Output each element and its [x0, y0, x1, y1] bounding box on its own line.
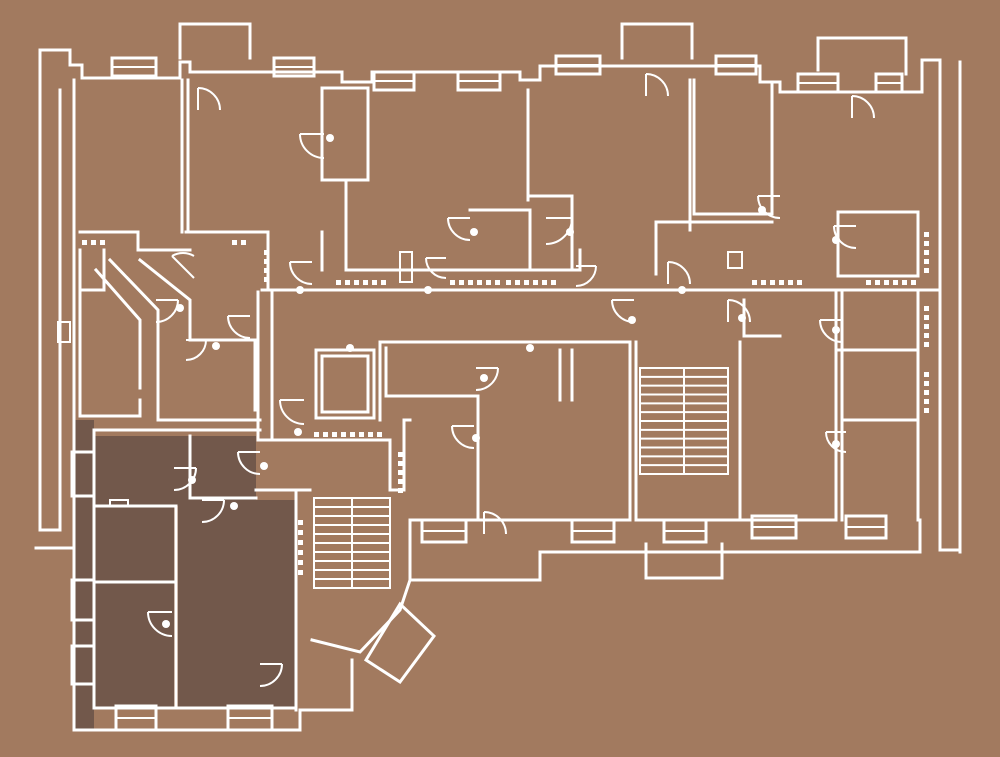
door-swing-icon	[201, 499, 225, 523]
window-icon	[272, 56, 316, 78]
door-swing-icon	[545, 217, 573, 245]
door-swing-icon	[259, 663, 283, 687]
door-swing-icon	[425, 257, 447, 279]
radiator-icon	[924, 232, 929, 273]
fixture-icon	[678, 286, 686, 294]
radiator-icon	[866, 280, 916, 285]
staircases	[313, 367, 729, 589]
door-swing-icon	[237, 451, 261, 475]
radiators	[82, 232, 929, 575]
window-icon	[750, 514, 798, 540]
fixture-icon	[832, 440, 840, 448]
fixture-icon	[832, 326, 840, 334]
radiator-icon	[924, 372, 929, 413]
fixture-icon	[230, 502, 238, 510]
fixture-icon	[566, 228, 574, 236]
window-icon	[554, 54, 602, 76]
fixture-icon	[472, 434, 480, 442]
fixture-icon	[758, 206, 766, 214]
door-swing-icon	[819, 319, 843, 343]
fixture-icon	[294, 428, 302, 436]
top-rooms	[78, 78, 942, 292]
door-swing-icon	[173, 467, 197, 491]
door-swing-icon	[289, 261, 313, 285]
radiator-icon	[336, 280, 386, 285]
fixture-icon	[296, 286, 304, 294]
window-icon	[796, 72, 840, 94]
window-icon	[70, 450, 96, 498]
fixture-icon	[162, 620, 170, 628]
door-swing-icon	[667, 261, 691, 285]
door-swing-icon	[825, 431, 847, 453]
door-swing-icon	[279, 399, 305, 425]
radiator-icon	[924, 306, 929, 347]
fixture-icon	[738, 314, 746, 322]
window-icon	[714, 54, 758, 76]
window-icon	[662, 518, 708, 544]
door-swing-icon	[155, 299, 179, 323]
door-swing-icon	[197, 87, 221, 111]
window-icon	[226, 704, 274, 732]
door-swing-icon	[851, 95, 875, 119]
fixture-icon	[480, 374, 488, 382]
window-icon	[874, 72, 904, 94]
staircase-icon	[639, 367, 729, 475]
fixture-icon	[346, 344, 354, 352]
window-icon	[110, 56, 158, 78]
windows	[70, 54, 904, 732]
radiator-icon	[264, 250, 269, 282]
door-swing-icon	[227, 315, 251, 339]
fixture-icon	[832, 236, 840, 244]
fixture-icon	[212, 342, 220, 350]
window-icon	[372, 70, 416, 92]
door-swing-icon	[451, 425, 475, 449]
door-swing-icon	[185, 339, 207, 361]
door-swing-icon	[483, 511, 507, 535]
staircase-icon	[313, 497, 391, 589]
door-swing-icon	[447, 217, 471, 241]
fixture-icon	[188, 476, 196, 484]
highlighted-apartment	[74, 420, 296, 730]
fixture-icon	[176, 304, 184, 312]
radiator-icon	[298, 520, 303, 575]
radiator-icon	[506, 280, 556, 285]
door-swing-icon	[727, 299, 751, 323]
radiator-icon	[752, 280, 802, 285]
radiator-icon	[82, 240, 105, 245]
fixture-icon	[628, 316, 636, 324]
door-swing-icon	[475, 367, 499, 391]
radiator-icon	[314, 432, 382, 437]
window-icon	[114, 704, 158, 732]
fixture-icon	[326, 134, 334, 142]
radiator-icon	[450, 280, 500, 285]
door-swing-icon	[575, 265, 597, 287]
fixture-icon	[260, 462, 268, 470]
exterior-walls	[34, 22, 962, 732]
door-swing-icon	[833, 225, 857, 249]
door-swing-icon	[171, 252, 195, 279]
fixture-icon	[470, 228, 478, 236]
fixtures	[162, 134, 840, 628]
fixture-icon	[526, 344, 534, 352]
fixture-icon	[424, 286, 432, 294]
door-swing-icon	[645, 73, 669, 97]
radiator-icon	[398, 452, 403, 493]
window-icon	[570, 518, 616, 544]
window-icon	[420, 518, 468, 544]
window-icon	[70, 644, 96, 686]
central-rooms	[254, 340, 632, 712]
door-swing-icon	[299, 133, 325, 159]
window-icon	[70, 578, 96, 622]
radiator-icon	[232, 240, 246, 245]
door-swing-icon	[147, 611, 173, 637]
window-icon	[844, 514, 888, 540]
window-icon	[456, 70, 502, 92]
